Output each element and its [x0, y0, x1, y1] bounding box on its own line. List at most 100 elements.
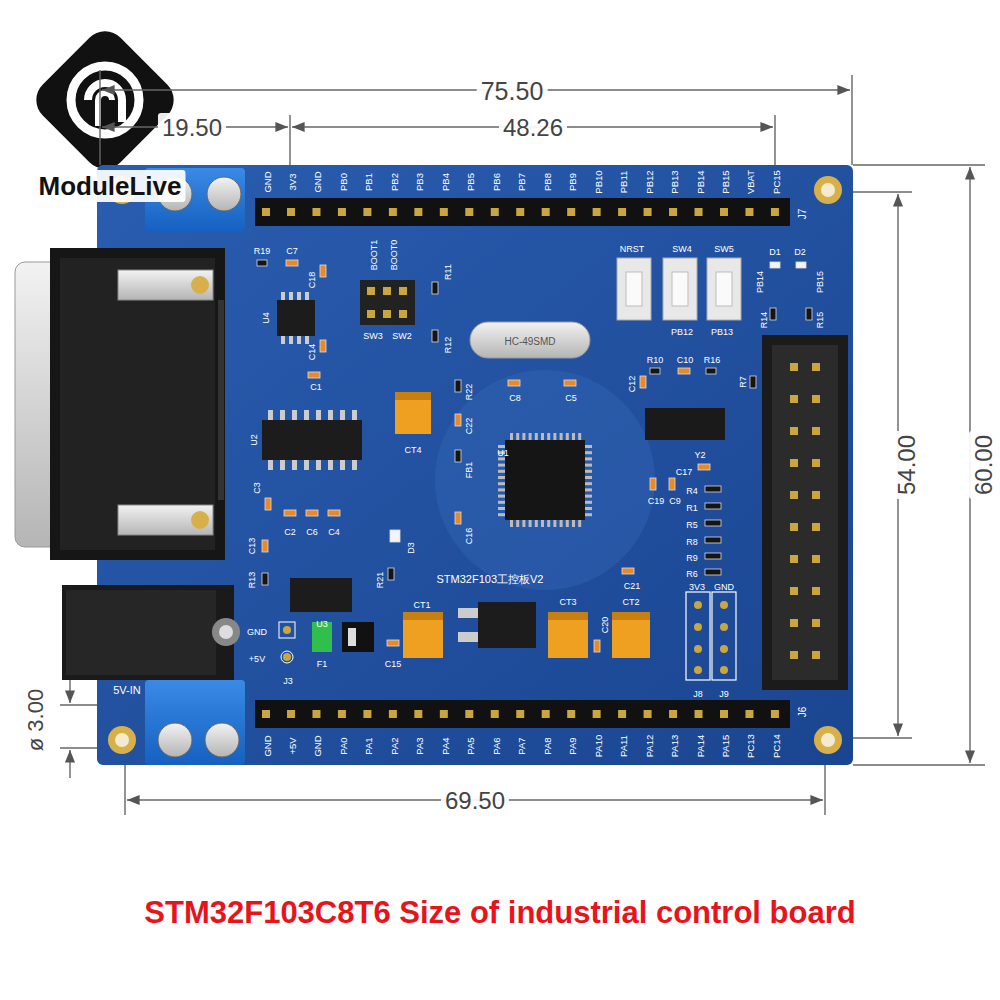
label-holder: C22 — [459, 418, 475, 435]
label-holder: BOOT0 — [384, 240, 400, 271]
smd-part — [328, 510, 340, 516]
label-holder: R8 — [686, 532, 698, 548]
label-holder: U1 — [497, 443, 509, 459]
label-holder: PA10 — [589, 735, 605, 758]
dimension-lines — [60, 70, 985, 815]
component-label: C14 — [307, 344, 317, 361]
ic-pin — [498, 507, 505, 510]
label-holder: PA6 — [487, 737, 503, 754]
component-label: C19 — [648, 496, 665, 506]
label-holder: PB10 — [589, 170, 605, 193]
pin-name: PB5 — [465, 173, 476, 191]
component-label: C17 — [676, 467, 693, 477]
header-pin — [720, 208, 728, 216]
smd-part — [705, 520, 721, 526]
pin-name: PB7 — [516, 173, 527, 191]
label-holder: R4 — [686, 481, 698, 497]
label-holder: ø 3.00 — [25, 685, 47, 755]
smd-part — [705, 537, 721, 543]
label-holder: C14 — [302, 344, 318, 361]
pin-header-j6 — [255, 700, 790, 728]
component-label: C6 — [306, 527, 318, 537]
component-label: R11 — [443, 264, 453, 280]
label-holder: D1 — [769, 242, 781, 258]
header-pin — [771, 710, 779, 718]
ic-pin — [553, 433, 556, 440]
pin-name: PB3 — [414, 173, 425, 191]
ic-pin — [328, 460, 333, 470]
header-pin — [363, 710, 371, 718]
label-holder: PB7 — [512, 173, 528, 191]
label-holder: 19.50 — [158, 116, 226, 140]
component-label: CT2 — [622, 597, 639, 607]
component-label: J8 — [693, 689, 703, 699]
pin-name: PB11 — [618, 171, 629, 194]
header-pin — [312, 710, 320, 718]
component-label: R4 — [686, 486, 698, 496]
header-pin — [593, 710, 601, 718]
header-pin — [720, 710, 728, 718]
idc-pin — [812, 491, 820, 499]
smd-part — [320, 340, 326, 352]
header-pin — [338, 208, 346, 216]
terminal-blocks — [145, 168, 245, 765]
smd-part — [320, 265, 326, 277]
pin-name: GND — [312, 735, 323, 756]
label-holder: 5V-IN — [113, 681, 141, 697]
smd-parts — [257, 260, 812, 652]
label-holder: PC13 — [741, 734, 757, 758]
label-holder: C19 — [648, 491, 665, 507]
dc-jack — [62, 585, 240, 680]
smd-part — [622, 568, 634, 574]
ic-pin — [578, 520, 581, 527]
label-holder: J9 — [719, 684, 729, 700]
dimension-value: 48.26 — [499, 113, 567, 142]
component-label: C12 — [627, 376, 637, 393]
component-label: Y2 — [694, 450, 705, 460]
ic-pin — [585, 470, 592, 473]
label-holder: PB9 — [563, 173, 579, 191]
label-holder: GND — [258, 735, 274, 756]
header-pin — [287, 710, 295, 718]
label-holder: R14 — [754, 312, 770, 329]
label-holder: 3V3 — [689, 577, 705, 593]
dimension-value: 60.00 — [969, 431, 998, 499]
header-pin — [465, 710, 473, 718]
ic-pin — [522, 433, 525, 440]
ic-pin — [585, 482, 592, 485]
label-holder: 60.00 — [972, 431, 996, 499]
pin-name: J6 — [797, 707, 808, 718]
pin-name: PB15 — [720, 170, 731, 193]
pin-name: GND — [262, 171, 273, 192]
header-pins — [262, 208, 779, 718]
ic-pin — [566, 433, 569, 440]
smd-part — [650, 478, 656, 490]
ic-pin — [304, 410, 309, 420]
ic-pin — [516, 433, 519, 440]
ic-pin — [578, 433, 581, 440]
ic-pin — [280, 460, 285, 470]
jumper-headers — [686, 592, 736, 680]
label-holder: C18 — [302, 272, 318, 289]
ic-pin — [352, 410, 357, 420]
pin-name: PA4 — [440, 737, 451, 754]
label-holder: D3 — [401, 542, 417, 554]
pin-name: PB13 — [669, 170, 680, 193]
header-pin — [414, 710, 422, 718]
header-pin — [338, 710, 346, 718]
dimension-value: 75.50 — [477, 76, 548, 106]
ic-pin — [498, 488, 505, 491]
label-holder: PC15 — [767, 170, 783, 194]
ic-chips — [262, 292, 725, 648]
ic-pin — [522, 520, 525, 527]
header-pin — [389, 710, 397, 718]
ic-pin — [304, 460, 309, 470]
label-holder: R15 — [810, 312, 826, 329]
component-label: R22 — [464, 384, 474, 401]
component-label: GND — [247, 627, 267, 637]
label-holder: PB4 — [436, 173, 452, 191]
ic-pin — [585, 451, 592, 454]
smd-part — [678, 368, 690, 374]
header-pin — [491, 208, 499, 216]
label-holder: PA11 — [614, 735, 630, 757]
